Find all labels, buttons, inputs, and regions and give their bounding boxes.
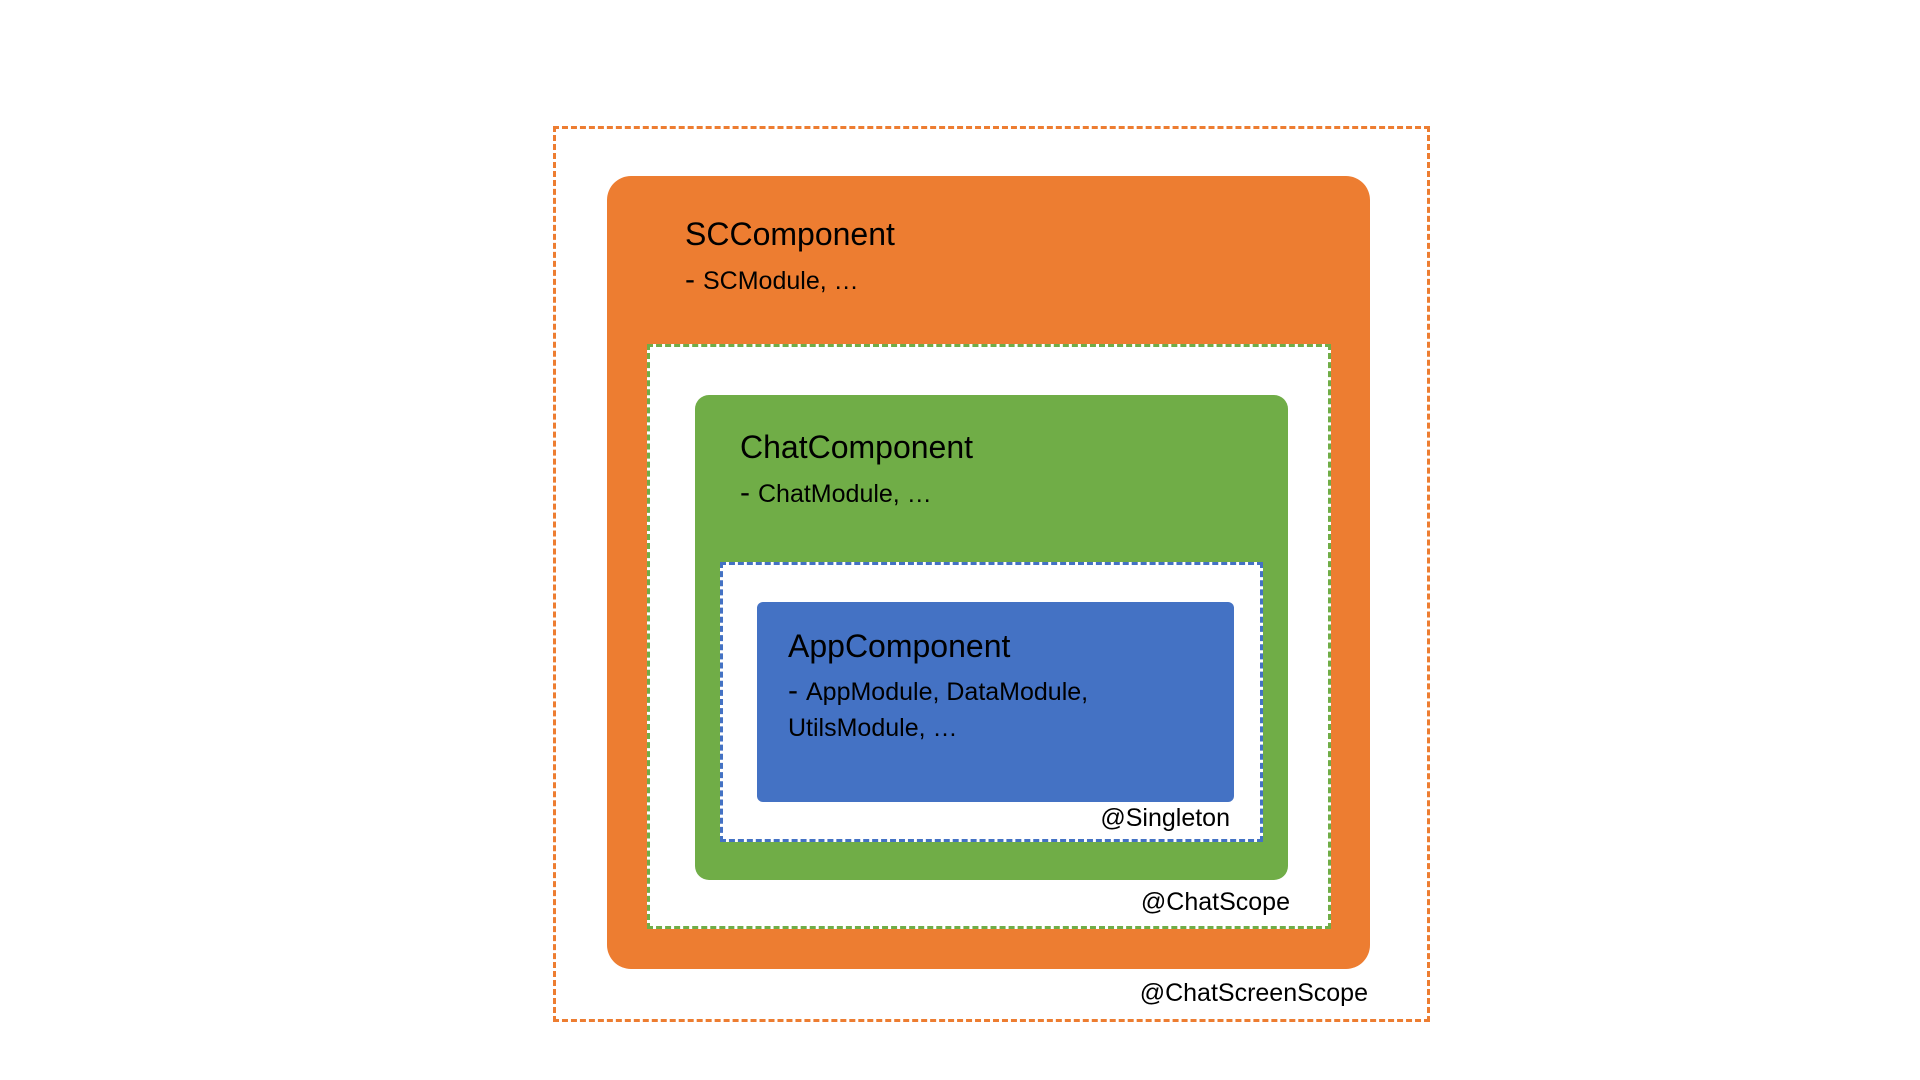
sc-component-modules: -SCModule, …: [685, 262, 859, 299]
app-component-box[interactable]: [757, 602, 1234, 802]
app-modules-line1: AppModule, DataModule,: [806, 678, 1089, 706]
chat-screen-scope-label: @ChatScreenScope: [1139, 979, 1368, 1007]
chat-modules-text: ChatModule, …: [758, 480, 932, 508]
app-modules-dash: -: [788, 674, 798, 707]
sc-modules-dash: -: [685, 263, 695, 296]
chat-modules-dash: -: [740, 476, 750, 509]
app-modules-line2: UtilsModule, …: [788, 714, 958, 742]
app-component-modules: -AppModule, DataModule,: [788, 673, 1088, 710]
app-component-title: AppComponent: [788, 628, 1011, 664]
chat-screen-scope-boundary: [553, 126, 1430, 1022]
chat-component-modules: -ChatModule, …: [740, 475, 932, 512]
chat-component-title: ChatComponent: [740, 429, 974, 465]
chat-scope-label: @ChatScope: [1140, 888, 1290, 916]
sc-component-title: SCComponent: [685, 216, 895, 252]
sc-modules-text: SCModule, …: [703, 267, 859, 295]
singleton-scope-label: @Singleton: [1100, 804, 1230, 832]
